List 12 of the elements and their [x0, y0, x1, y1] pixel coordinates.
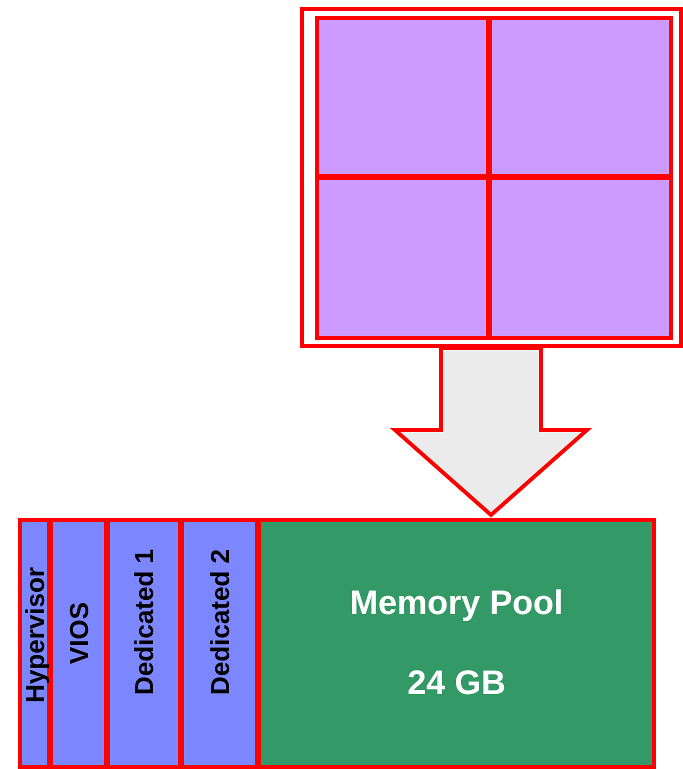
block-arrow [390, 346, 592, 518]
segment-label: Memory Pool [348, 584, 564, 623]
segment-label: Dedicated 1 [129, 549, 159, 695]
partition-box [488, 176, 673, 340]
partition-box [315, 176, 490, 340]
partition-box [315, 16, 490, 178]
segment-label: Dedicated 2 [204, 549, 234, 695]
container-box [300, 7, 683, 348]
partition-box [488, 16, 673, 178]
segment-label: 24 GB [406, 664, 507, 703]
segment-label: Hypervisor [20, 567, 50, 703]
segment-label: VIOS [64, 602, 94, 664]
